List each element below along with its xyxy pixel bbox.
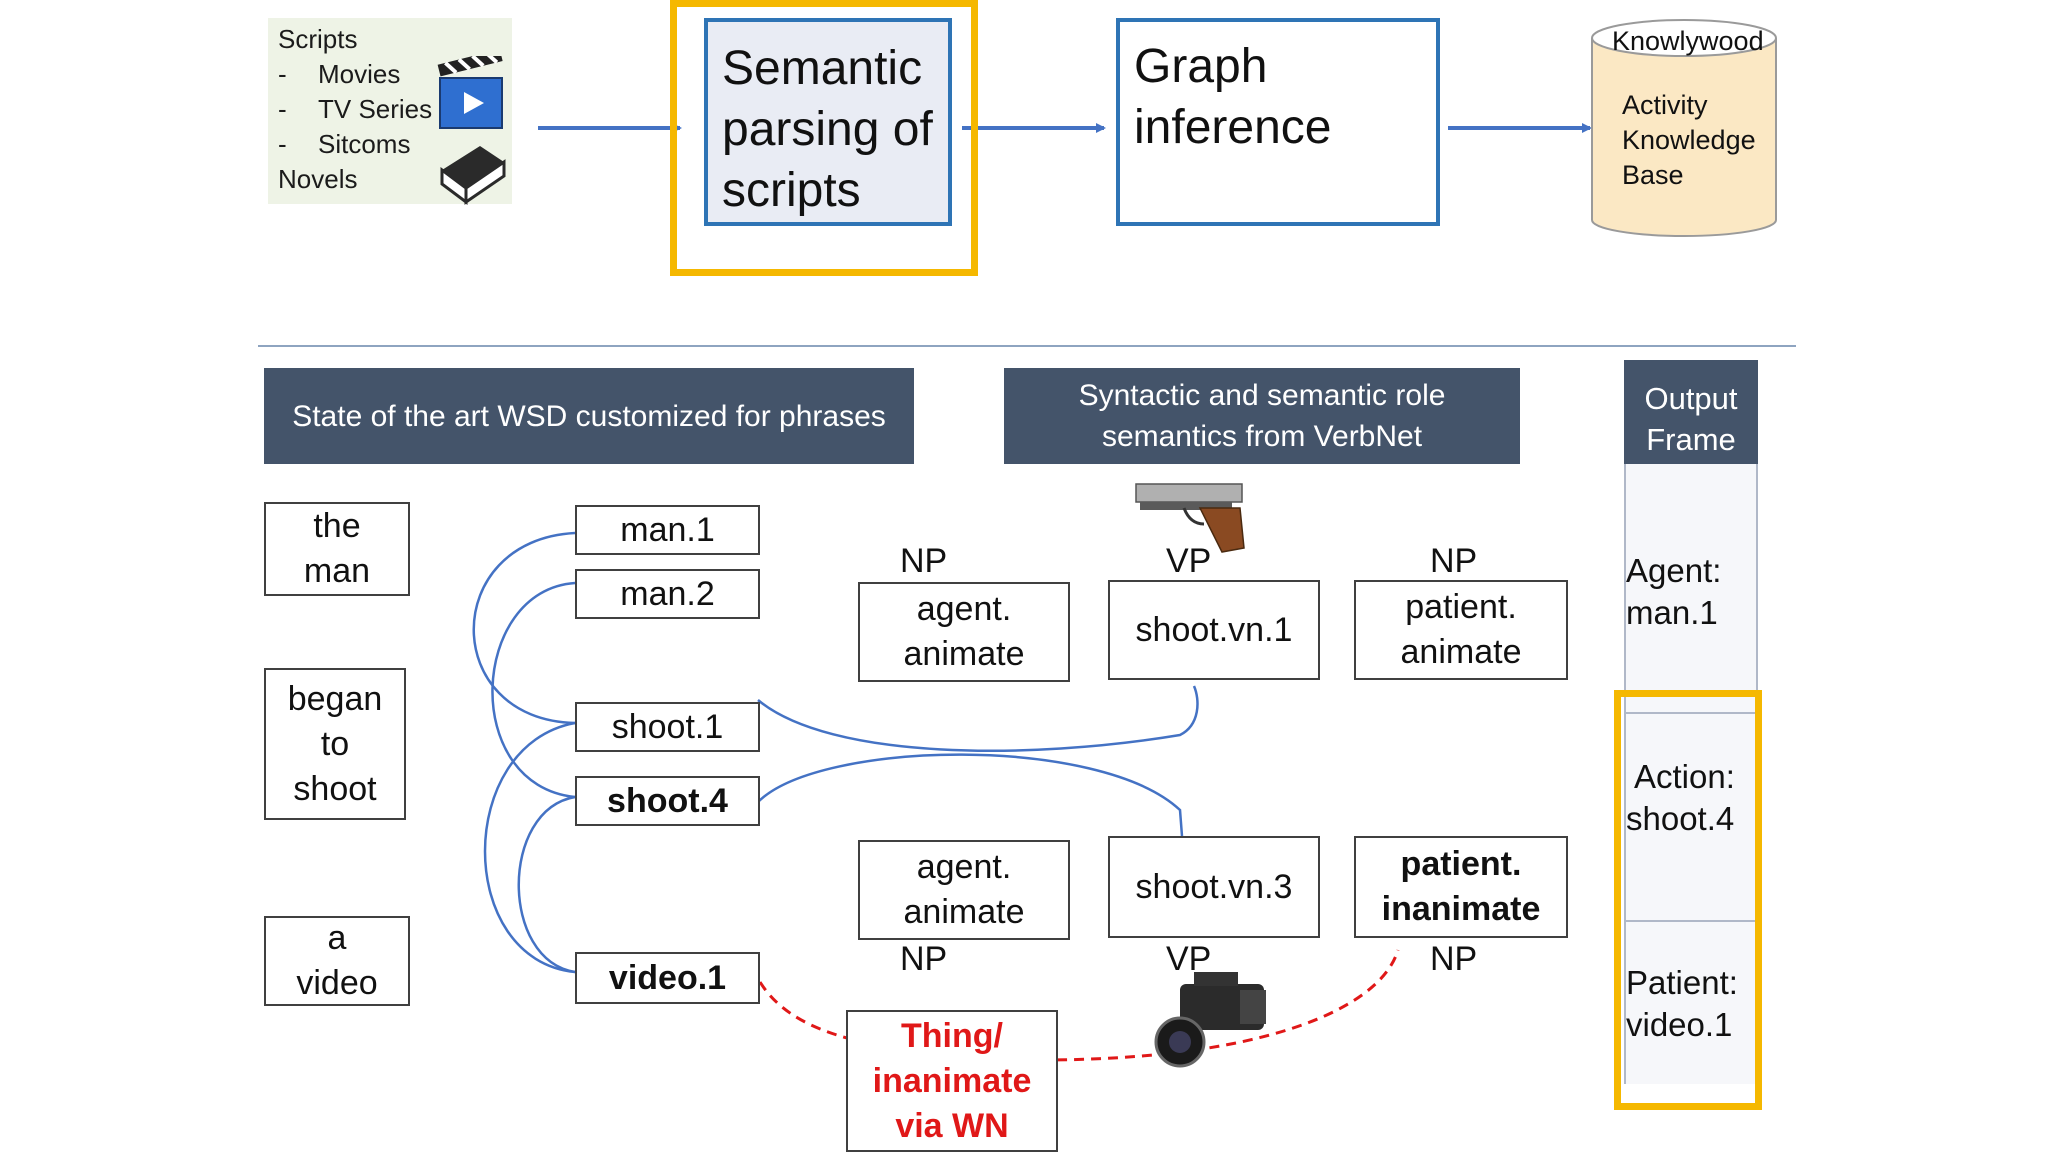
role-line: agent. (916, 590, 1012, 628)
phrase-box-the-man: the man (264, 502, 410, 596)
video-camera-icon (1154, 972, 1266, 1068)
kb-line-knowledge: Knowledge (1622, 125, 1756, 155)
sources-bullet: - (278, 59, 287, 89)
phrase-word: video (296, 964, 378, 1002)
sense-box-shoot1: shoot.1 (575, 702, 760, 752)
role-line: agent. (916, 848, 1012, 886)
wordnet-line: inanimate (872, 1061, 1032, 1100)
output-frame-divider (1626, 920, 1756, 922)
sense-box-shoot4: shoot.4 (575, 776, 760, 826)
sense-box-man1: man.1 (575, 505, 760, 555)
bottom-vp-label: VP (1166, 940, 1212, 978)
highlight-semantic-parsing (670, 0, 978, 276)
slot-value: man.1 (1626, 594, 1718, 631)
sense-box-video1: video.1 (575, 952, 760, 1004)
bottom-np-label-patient: NP (1430, 940, 1478, 978)
sense-box-man2: man.2 (575, 569, 760, 619)
slot-name: Action: (1634, 758, 1735, 795)
sources-item-tv-series: TV Series (318, 94, 433, 124)
knowledge-base-cylinder (1591, 19, 1777, 237)
bottom-np-label-agent: NP (900, 940, 948, 978)
kb-line-base: Base (1622, 160, 1684, 190)
wordnet-link-video-to-thing (758, 981, 1041, 1062)
top-agent-role-box: agent. animate (858, 582, 1070, 682)
verbnet-header: Syntactic and semantic role semantics fr… (1004, 368, 1520, 464)
output-header-line-1: Output (1644, 381, 1738, 416)
output-agent-slot: Agent: man.1 (1626, 550, 1721, 634)
link-began-to-shoot-sense-1 (483, 721, 576, 974)
output-header-line-2: Frame (1646, 422, 1736, 457)
top-verb-class-box: shoot.vn.1 (1108, 580, 1320, 680)
semantic-parsing-box: Semantic parsing of scripts (704, 18, 952, 226)
phrase-word: to (320, 724, 350, 763)
wordnet-type-box: Thing/ inanimate via WN (846, 1010, 1058, 1152)
phrase-word: the (313, 507, 361, 545)
sources-novels: Novels (278, 164, 358, 194)
verbnet-header-line-2: semantics from VerbNet (1101, 420, 1423, 453)
sources-bullet: - (278, 94, 287, 124)
output-frame-header: Output Frame (1624, 360, 1758, 464)
phrase-word: began (287, 679, 383, 718)
kb-title: Knowlywood (1612, 26, 1764, 56)
sources-title: Scripts (278, 24, 358, 54)
role-line: animate (1400, 633, 1522, 671)
phrase-word: a (327, 919, 347, 957)
role-line: patient. (1405, 588, 1517, 626)
top-np-label-patient: NP (1430, 542, 1478, 580)
phrase-box-a-video: a video (264, 916, 410, 1006)
output-patient-slot: Patient: video.1 (1626, 962, 1738, 1046)
output-frame-divider (1626, 712, 1756, 714)
pistol-icon (1135, 483, 1245, 553)
role-line: patient. (1400, 845, 1522, 883)
phrase-word: man (303, 552, 371, 590)
link-began-to-shoot-sense-2 (517, 795, 576, 974)
role-line: animate (903, 893, 1025, 931)
wordnet-link-thing-to-patient (1039, 949, 1400, 1062)
verbnet-header-line-1: Syntactic and semantic role (1078, 379, 1446, 412)
top-vp-label: VP (1166, 542, 1212, 580)
slot-value: shoot.4 (1626, 800, 1735, 837)
sources-item-movies: Movies (318, 59, 401, 89)
slot-name: Patient: (1626, 964, 1738, 1001)
script-sources-panel: Scripts - Movies - TV Series - Sitcoms N… (268, 18, 512, 205)
top-patient-role-box: patient. animate (1354, 580, 1568, 680)
slot-name: Agent: (1626, 552, 1722, 589)
link-the-man-to-man1 (472, 531, 576, 725)
link-shoot1-to-vn1 (757, 685, 1199, 752)
top-np-label-agent: NP (900, 542, 948, 580)
output-action-slot: Action: shoot.4 (1626, 756, 1735, 840)
bottom-patient-role-box: patient. inanimate (1354, 836, 1568, 938)
slot-value: video.1 (1626, 1006, 1733, 1043)
sources-item-sitcoms: Sitcoms (318, 129, 411, 159)
phrase-word: shoot (293, 769, 377, 808)
highlight-output-action-patient (1614, 690, 1762, 1110)
role-line: animate (903, 635, 1025, 673)
bottom-verb-class-box: shoot.vn.3 (1108, 836, 1320, 938)
link-shoot4-to-vn3 (757, 753, 1184, 837)
wordnet-line: via WN (895, 1106, 1009, 1145)
clapperboard-icon (437, 56, 503, 129)
wsd-header: State of the art WSD customized for phra… (264, 368, 914, 464)
wordnet-line: Thing/ (901, 1016, 1003, 1055)
sources-bullet: - (278, 129, 287, 159)
bottom-agent-role-box: agent. animate (858, 840, 1070, 940)
link-the-man-to-man2 (491, 581, 576, 799)
graph-inference-box: Graph inference (1116, 18, 1440, 226)
phrase-box-began-to-shoot: began to shoot (264, 668, 406, 820)
role-line: inanimate (1381, 890, 1541, 928)
wsd-header-text: State of the art WSD customized for phra… (292, 399, 886, 433)
kb-line-activity: Activity (1622, 90, 1708, 120)
book-icon (440, 146, 506, 205)
